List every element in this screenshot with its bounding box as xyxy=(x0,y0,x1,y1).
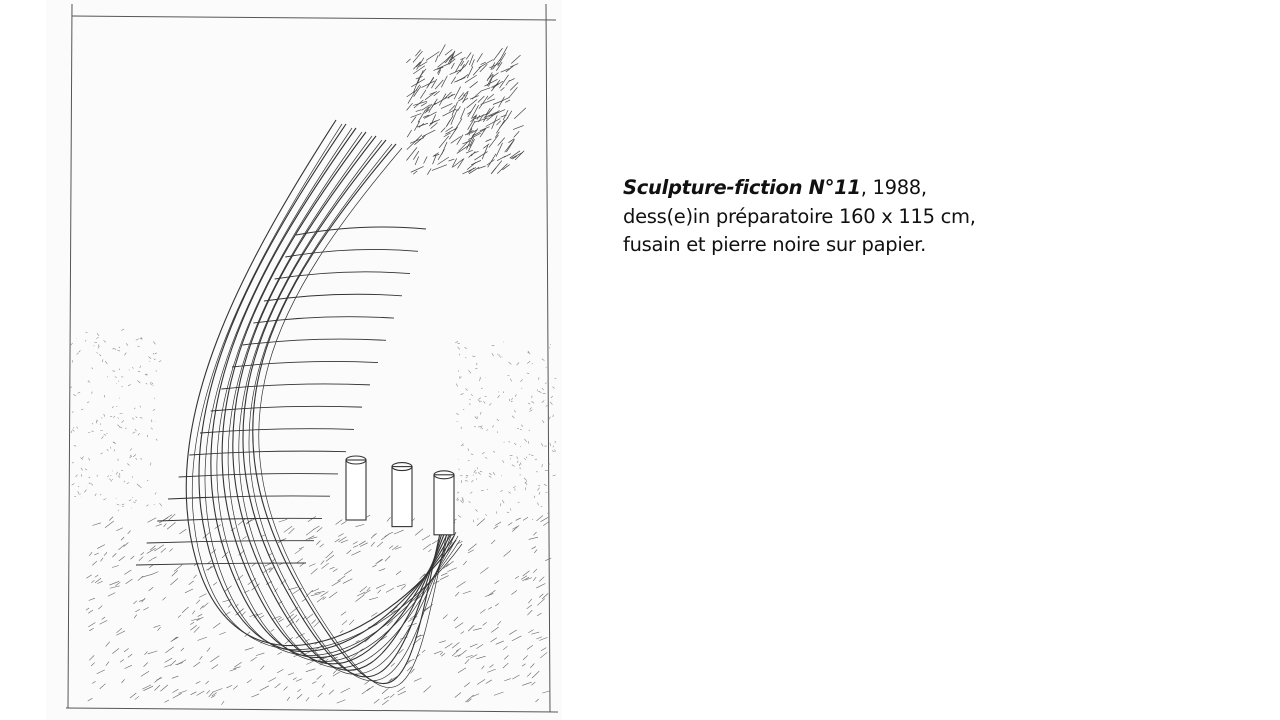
woven-basket-sculpture-drawing xyxy=(46,0,562,720)
artwork-medium: fusain et pierre noire sur papier. xyxy=(623,233,926,256)
artwork-image xyxy=(46,0,562,720)
artwork-title: Sculpture-fiction N°11 xyxy=(623,176,861,199)
caption-line-1: Sculpture-fiction N°11, 1988, xyxy=(623,174,1223,203)
artwork-dimensions: dess(e)in préparatoire 160 x 115 cm, xyxy=(623,204,976,228)
artwork-year: , 1988, xyxy=(860,176,927,199)
artwork-caption: Sculpture-fiction N°11, 1988, dess(e)in … xyxy=(623,174,1223,260)
